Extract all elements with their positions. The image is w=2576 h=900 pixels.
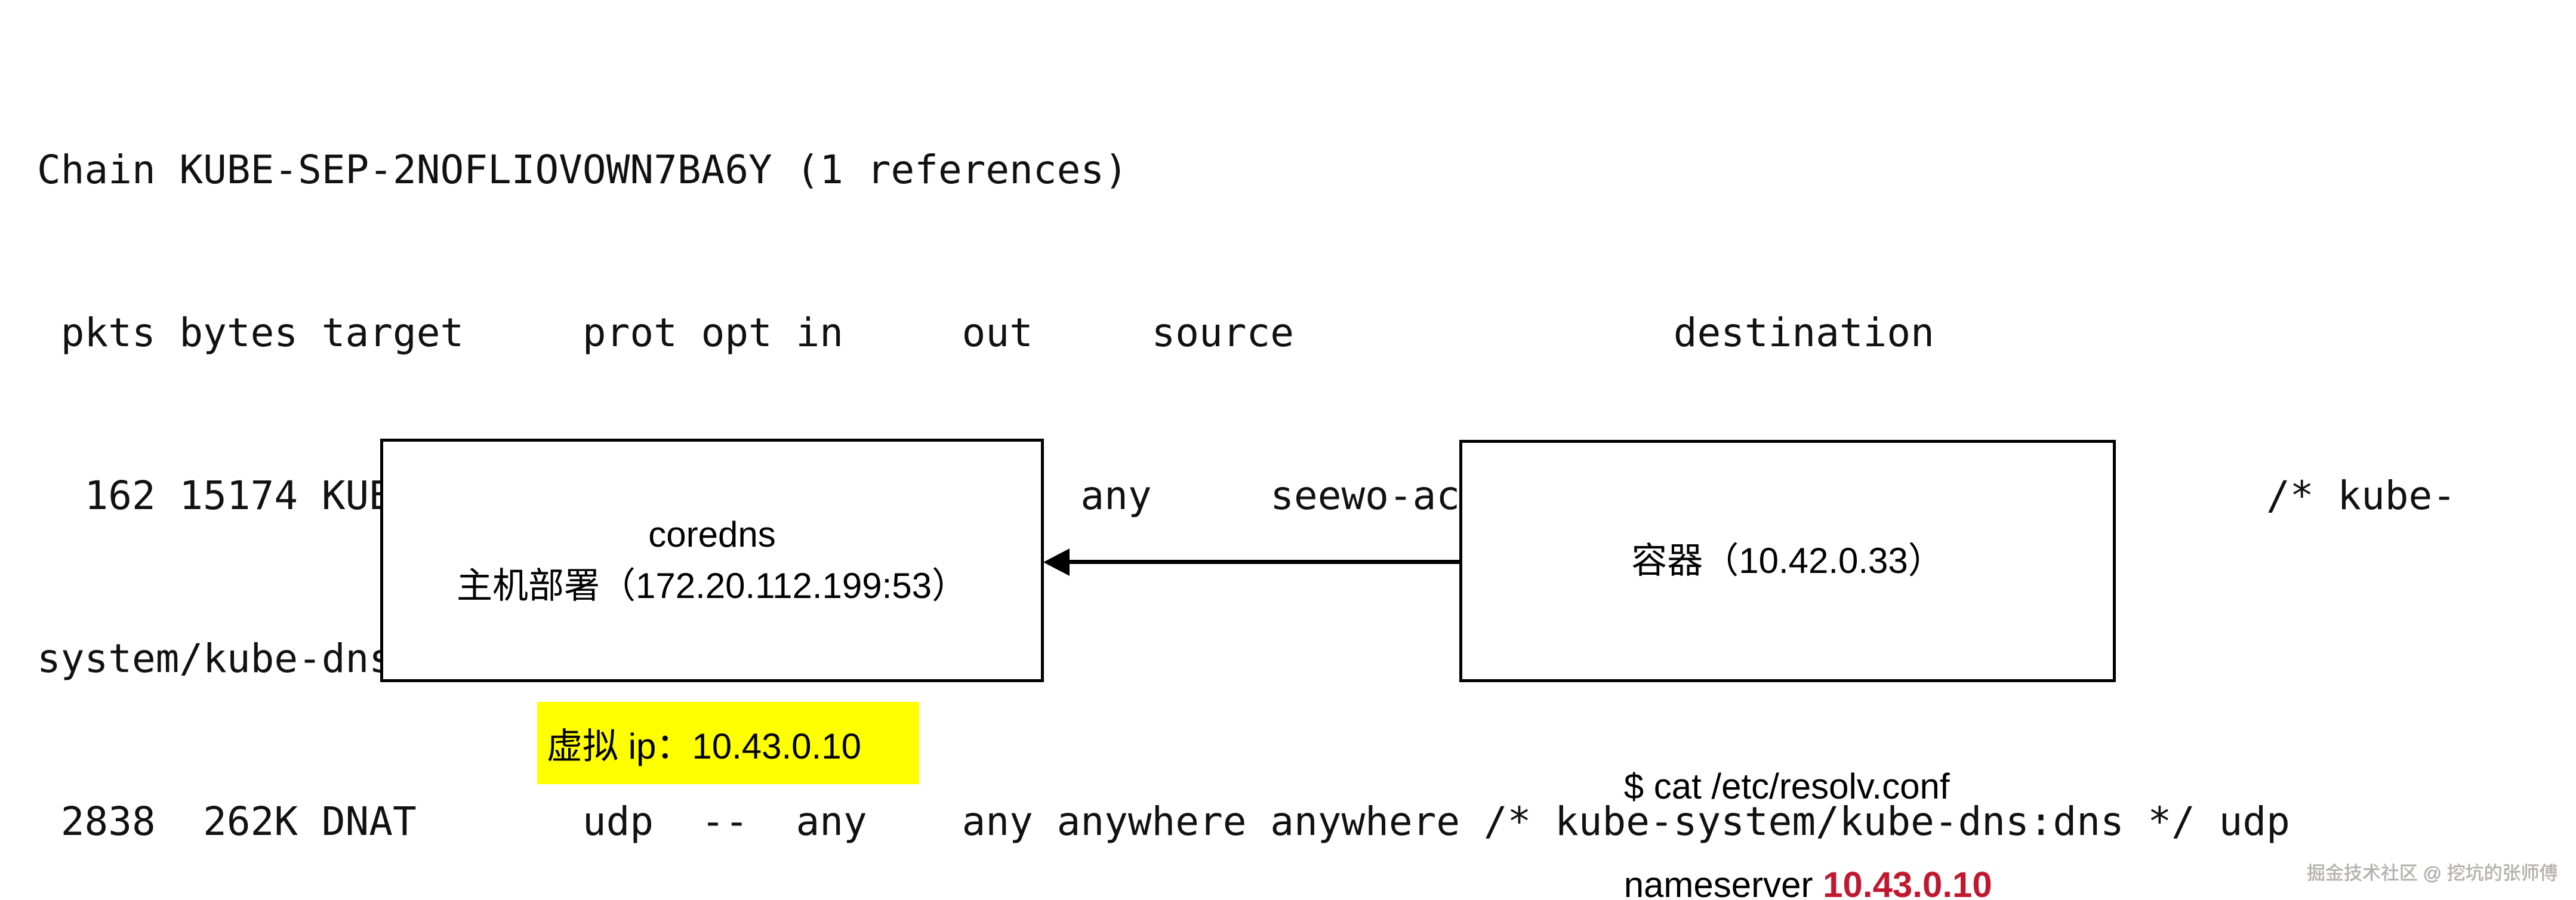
arrow-left-head-icon <box>1043 548 1070 576</box>
container-box: 容器（10.42.0.33） <box>1459 440 2116 682</box>
virtual-ip-highlight: 虚拟 ip：10.43.0.10 <box>537 702 919 784</box>
nameserver-line: nameserver 10.43.0.10 <box>1584 821 1992 900</box>
watermark: 掘金技术社区 @ 挖坑的张师傅 <box>2307 863 2558 884</box>
terminal-line-chain: Chain KUBE-SEP-2NOFLIOVOWN7BA6Y (1 refer… <box>37 143 2456 197</box>
dnat-rule-text: 2838 262K DNAT udp -- any any anywhere a… <box>37 799 2290 844</box>
coredns-box-subtitle: 主机部署（172.20.112.199:53） <box>456 566 968 606</box>
terminal-line-dnat-rule: 2838 262K DNAT udp -- any any anywhere a… <box>37 794 2456 849</box>
virtual-ip-label: 虚拟 ip：10.43.0.10 <box>547 726 861 766</box>
arrow-connector-line <box>1066 560 1459 564</box>
columns-header-text: pkts bytes target prot opt in out source… <box>37 310 1934 356</box>
resolv-conf-command: $ cat /etc/resolv.conf <box>1584 722 1950 851</box>
nameserver-ip: 10.43.0.10 <box>1823 865 1992 900</box>
resolv-conf-command-text: $ cat /etc/resolv.conf <box>1623 766 1950 806</box>
coredns-box: coredns 主机部署（172.20.112.199:53） <box>380 439 1044 682</box>
coredns-box-title: coredns <box>648 514 776 554</box>
terminal-line-columns: pkts bytes target prot opt in out source… <box>37 306 2456 360</box>
container-box-label: 容器（10.42.0.33） <box>1631 541 1944 581</box>
chain-header-text: Chain KUBE-SEP-2NOFLIOVOWN7BA6Y (1 refer… <box>37 147 1128 193</box>
nameserver-prefix: nameserver <box>1623 865 1823 900</box>
